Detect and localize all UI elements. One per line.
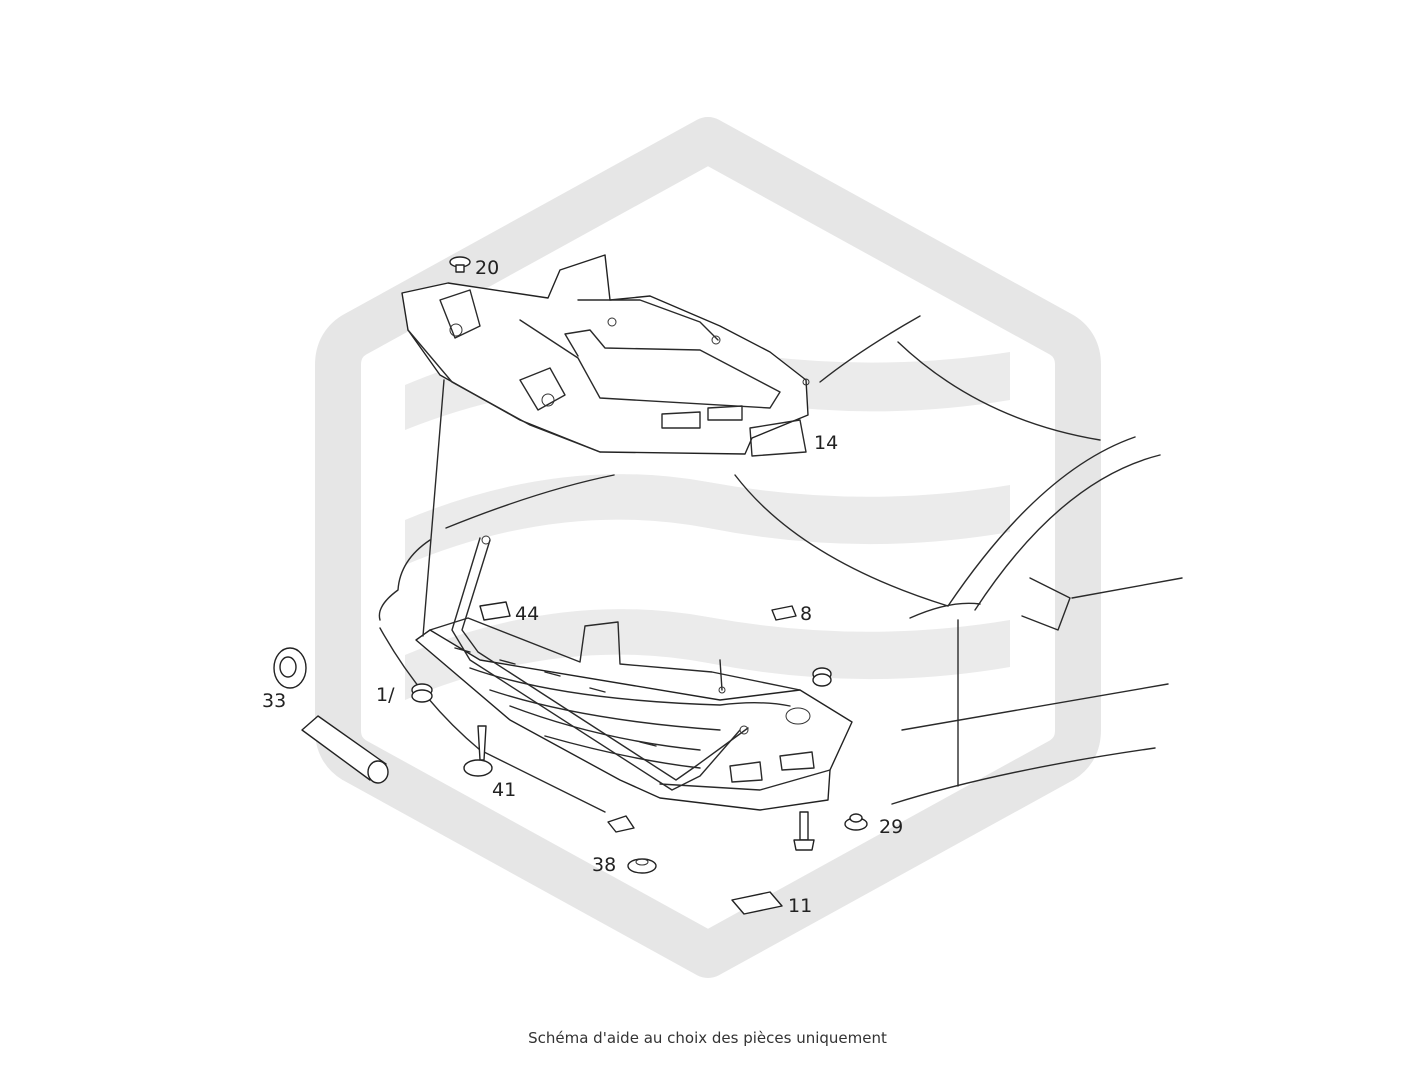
clip-icon <box>607 815 635 833</box>
clip-44-icon <box>479 601 511 621</box>
hexagon-logo-icon <box>315 117 1101 978</box>
label-14: 14 <box>814 432 838 454</box>
leader-line <box>422 379 445 637</box>
bushing-33-icon <box>273 647 307 689</box>
nut-icon <box>812 667 832 687</box>
label-38: 38 <box>592 854 616 876</box>
bolt-icon <box>793 811 815 851</box>
label-1: 1/ <box>376 684 395 706</box>
label-29: 29 <box>879 816 903 838</box>
pad-11-icon <box>731 891 783 915</box>
screw-20-icon <box>449 256 471 273</box>
label-44: 44 <box>515 603 539 625</box>
label-41: 41 <box>492 779 516 801</box>
label-11: 11 <box>788 895 812 917</box>
nut-29-icon <box>844 813 868 831</box>
lower-shield-assembly <box>415 617 853 811</box>
label-20: 20 <box>475 257 499 279</box>
strut-bar <box>451 535 749 791</box>
upper-engine-cover <box>401 254 810 457</box>
label-8: 8 <box>800 603 812 625</box>
grommet-1-icon <box>411 683 433 703</box>
washer-38-icon <box>627 858 657 874</box>
diagram-caption: Schéma d'aide au choix des pièces unique… <box>528 1029 887 1047</box>
rubber-tube-icon <box>301 715 389 784</box>
screw-41-icon <box>463 725 493 777</box>
clip-8-icon <box>771 605 797 621</box>
label-33: 33 <box>262 690 286 712</box>
